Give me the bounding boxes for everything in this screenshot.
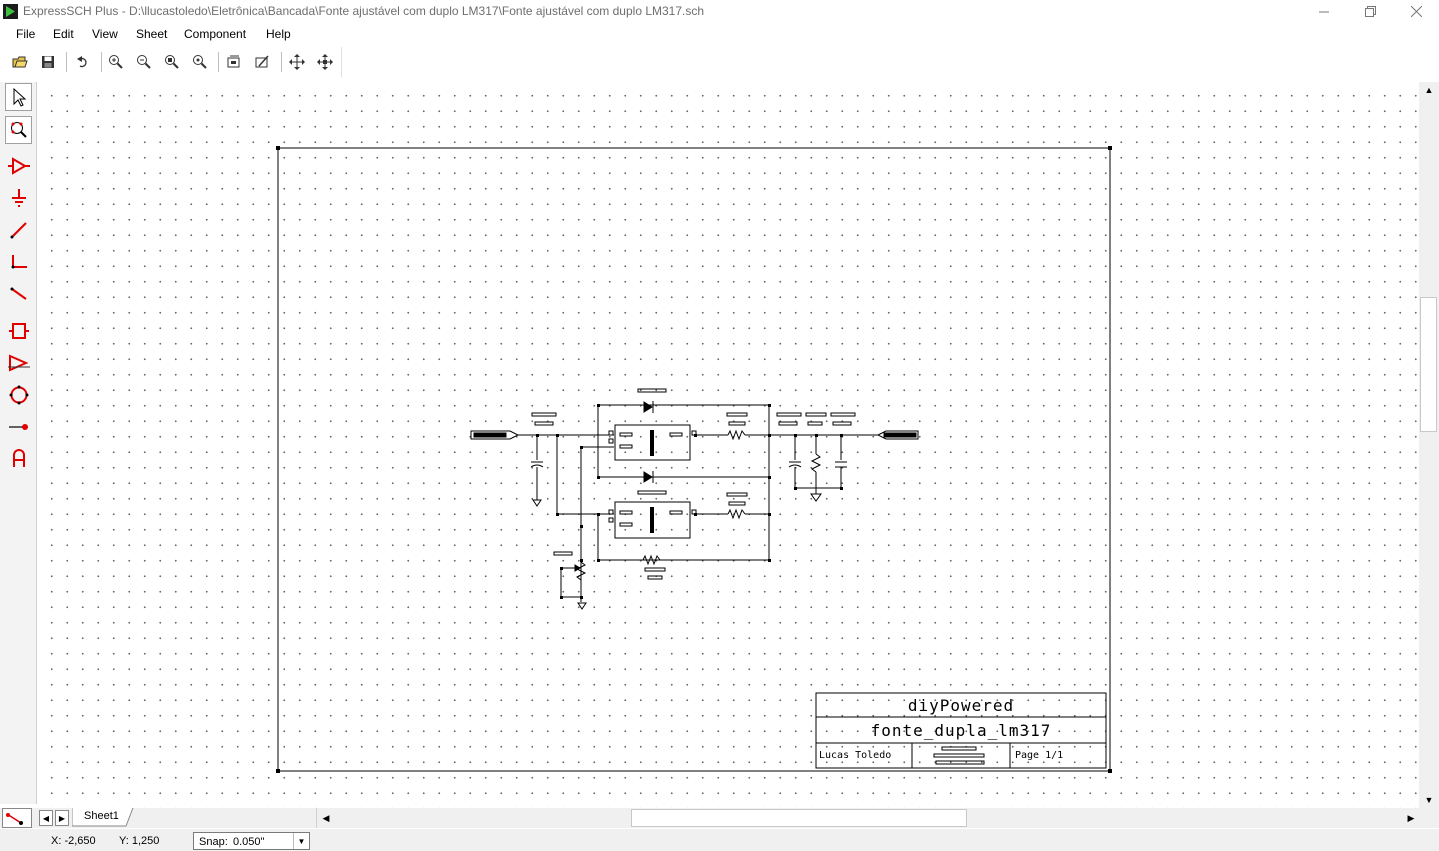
- menu-file[interactable]: File: [16, 27, 36, 41]
- place-component-tool[interactable]: [5, 152, 32, 180]
- place-rectangle-tool[interactable]: [5, 317, 32, 345]
- place-circle-tool[interactable]: [5, 381, 32, 409]
- place-junction-tool[interactable]: [5, 413, 32, 441]
- zoom-out-icon[interactable]: [135, 53, 153, 71]
- menu-help[interactable]: Help: [266, 27, 291, 41]
- place-wire-tool[interactable]: [5, 216, 32, 244]
- scroll-up-icon[interactable]: ▲: [1424, 85, 1434, 95]
- place-line-tool[interactable]: [5, 280, 32, 308]
- menu-edit[interactable]: Edit: [53, 27, 74, 41]
- x-coordinate: X: -2,650: [51, 835, 96, 847]
- horizontal-scrollbar[interactable]: ◀ ▶: [316, 808, 1419, 828]
- snap-select[interactable]: Snap: 0.050" ▼: [193, 832, 310, 850]
- place-port-tool[interactable]: [5, 349, 32, 377]
- tab-sheet1[interactable]: Sheet1: [72, 808, 134, 827]
- arrow-pointer-icon: [13, 87, 26, 107]
- junction-icon: [8, 424, 28, 430]
- snap-value: 0.050": [233, 836, 265, 848]
- zoom-fit-icon[interactable]: [191, 53, 209, 71]
- circle-icon: [9, 385, 28, 405]
- circuit-diagram: [470, 388, 919, 610]
- vertical-scroll-thumb[interactable]: [1420, 297, 1437, 432]
- scroll-left-icon[interactable]: ◀: [322, 812, 330, 823]
- tab-sheet1-label: Sheet1: [84, 810, 119, 822]
- title-block-drawing-name: fonte_dupla_lm317: [870, 721, 1052, 740]
- place-ground-tool[interactable]: [5, 184, 32, 212]
- close-button[interactable]: [1393, 0, 1439, 23]
- vertical-scrollbar[interactable]: ▲ ▼: [1419, 82, 1439, 808]
- wire-icon: [10, 222, 27, 239]
- zoom-select-tool[interactable]: [5, 116, 32, 144]
- sheet-next-button[interactable]: ▶: [55, 810, 69, 826]
- chevron-down-icon[interactable]: ▼: [293, 833, 309, 849]
- input-connector: [470, 430, 520, 440]
- magnifier-icon: [10, 122, 27, 138]
- sheet-nav-icon[interactable]: [2, 808, 32, 828]
- left-toolbox: [0, 82, 37, 804]
- component-icon: [7, 157, 30, 175]
- undo-icon[interactable]: [74, 53, 92, 71]
- zoom-area-icon[interactable]: [163, 53, 181, 71]
- schematic-drawing: [276, 146, 1112, 773]
- scroll-right-icon[interactable]: ▶: [1407, 812, 1415, 823]
- place-bus-tool[interactable]: [5, 248, 32, 276]
- bus-icon: [11, 255, 27, 269]
- status-bar: X: -2,650 Y: 1,250 Snap: 0.050" ▼: [0, 829, 1439, 851]
- restore-icon: [1364, 6, 1376, 17]
- drag-icon[interactable]: [316, 53, 334, 71]
- text-icon: [12, 449, 25, 467]
- part-edit-icon[interactable]: [253, 53, 271, 71]
- select-tool[interactable]: [5, 83, 32, 111]
- open-folder-icon[interactable]: [11, 53, 29, 71]
- menu-view[interactable]: View: [92, 27, 118, 41]
- menu-sheet[interactable]: Sheet: [136, 27, 168, 41]
- sheet-border: [277, 147, 1111, 772]
- y-coordinate: Y: 1,250: [119, 835, 160, 847]
- schematic-canvas[interactable]: diyPowered fonte_dupla_lm317 Lucas Toled…: [38, 82, 1419, 808]
- menu-bar: File Edit View Sheet Component Help: [0, 23, 1439, 45]
- scroll-down-icon[interactable]: ▼: [1424, 795, 1434, 805]
- title-block-page: Page 1/1: [1015, 750, 1064, 761]
- minimize-button[interactable]: [1301, 0, 1347, 23]
- ground-icon: [11, 189, 26, 207]
- close-icon: [1410, 6, 1422, 17]
- title-block: [815, 692, 1107, 769]
- title-block-company: diyPowered: [907, 696, 1015, 715]
- snap-label: Snap:: [199, 836, 228, 848]
- save-icon[interactable]: [39, 53, 57, 71]
- restore-button[interactable]: [1347, 0, 1393, 23]
- menu-component[interactable]: Component: [184, 27, 247, 41]
- title-block-author: Lucas Toledo: [819, 750, 892, 761]
- window-title: ExpressSCH Plus - D:\llucastoledo\Eletrô…: [23, 4, 705, 18]
- port-icon: [7, 354, 30, 372]
- rectangle-icon: [8, 323, 29, 339]
- output-connector: [876, 430, 919, 440]
- minimize-icon: [1319, 11, 1329, 12]
- main-toolbar: [0, 47, 342, 77]
- move-icon[interactable]: [288, 53, 306, 71]
- horizontal-scroll-thumb[interactable]: [631, 809, 967, 827]
- zoom-in-icon[interactable]: [107, 53, 125, 71]
- place-text-tool[interactable]: [5, 445, 32, 473]
- line-icon: [10, 287, 27, 300]
- part-properties-icon[interactable]: [225, 53, 243, 71]
- sheet-prev-button[interactable]: ◀: [39, 810, 53, 826]
- title-bar: ExpressSCH Plus - D:\llucastoledo\Eletrô…: [0, 0, 1439, 23]
- app-icon: [3, 4, 18, 19]
